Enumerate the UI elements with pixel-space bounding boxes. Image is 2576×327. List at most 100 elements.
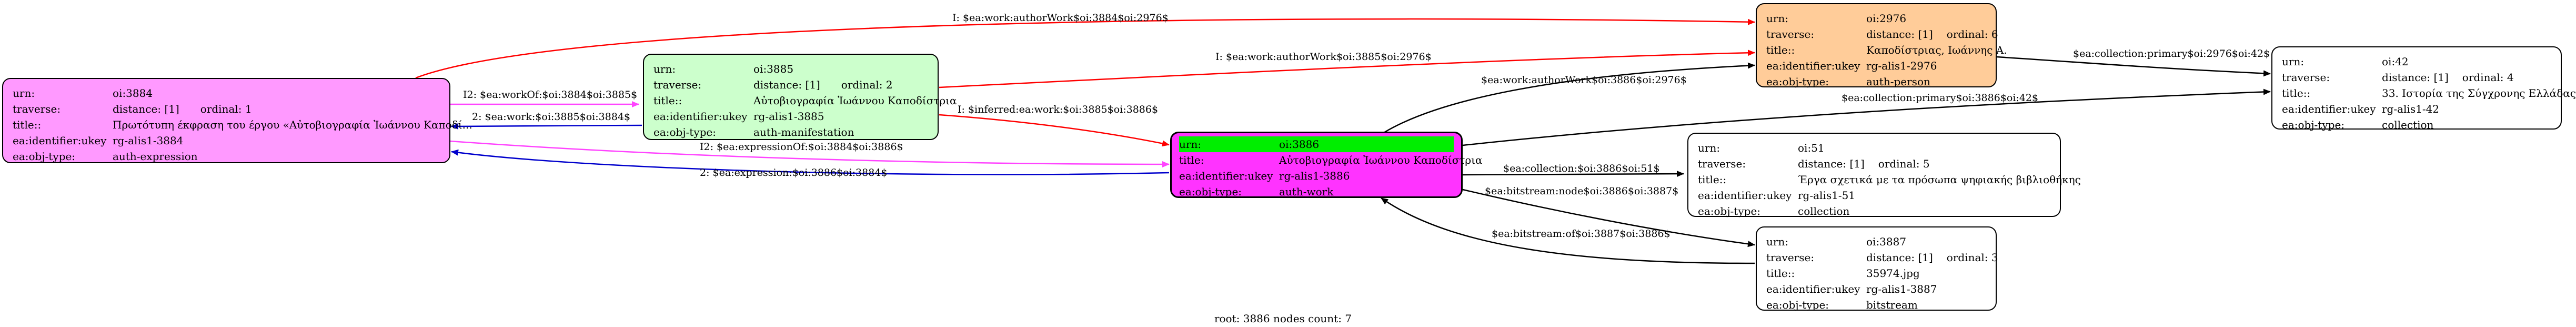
title-value: 35974.jpg — [1866, 267, 1920, 280]
ordinal-value: ordinal: 4 — [2462, 71, 2514, 84]
traverse-value: distance: [1] — [2382, 71, 2449, 84]
ukey-value: rg-alis1-51 — [1798, 189, 1856, 202]
edge-label-3886-3887: $ea:bitstream:node$oi:3886$oi:3887$ — [1485, 185, 1678, 197]
urn-key: urn: — [1179, 138, 1202, 151]
urn-value: oi:3886 — [1279, 138, 1320, 151]
ordinal-value: ordinal: 6 — [1946, 28, 1998, 41]
ordinal-value: ordinal: 2 — [841, 78, 893, 91]
edge-3886-3884 — [451, 149, 1170, 175]
ukey-value: rg-alis1-3884 — [113, 134, 184, 147]
type-key: ea:obj-type: — [1766, 299, 1829, 311]
edge-3886-3887 — [1462, 189, 1755, 247]
urn-key: urn: — [2282, 55, 2305, 68]
edge-label-3885-3884: 2: $ea:work:$oi:3885$oi:3884$ — [472, 111, 630, 123]
edge-3886-51 — [1462, 171, 1684, 177]
node-oi3887[interactable]: urn:oi:3887 traverse:distance: [1]ordina… — [1756, 226, 1998, 311]
type-value: bitstream — [1866, 299, 1918, 311]
type-key: ea:obj-type: — [653, 126, 717, 138]
title-value: Αὐτοβιογραφία Ἰωάννου Καποδίστρια — [1279, 154, 1483, 166]
traverse-value: distance: [1] — [753, 78, 820, 91]
type-key: ea:obj-type: — [1766, 75, 1829, 88]
urn-value: oi:3887 — [1866, 235, 1907, 248]
node-oi2976[interactable]: urn:oi:2976 traverse:distance: [1]ordina… — [1756, 3, 2007, 88]
edge-label-3886-42: $ea:collection:primary$oi:3886$oi:42$ — [1842, 92, 2038, 104]
edge-3886-42 — [1462, 88, 2271, 146]
edge-label-3884-3885: I2: $ea:workOf:$oi:3884$oi:3885$ — [463, 89, 637, 101]
edge-label-2976-42: $ea:collection:primary$oi:2976$oi:42$ — [2073, 48, 2270, 60]
traverse-key: traverse: — [13, 103, 61, 115]
title-key: title:: — [1698, 173, 1727, 186]
title-value: Καποδίστριας, Ιωάννης Α. — [1866, 44, 2007, 56]
traverse-key: traverse: — [1766, 251, 1815, 264]
traverse-key: traverse: — [2282, 71, 2330, 84]
urn-value: oi:2976 — [1866, 12, 1907, 25]
node-oi42[interactable]: urn: oi:42 traverse: distance: [1] ordinal:… — [2271, 46, 2576, 131]
ordinal-value: ordinal: 3 — [1946, 251, 1998, 264]
node-oi51[interactable]: urn: oi:51 traverse: distance: [1] ordinal:… — [1687, 133, 2081, 217]
title-key: title:: — [2282, 87, 2311, 100]
edge-label-3885-2976: I: $ea:work:authorWork$oi:3885$oi:2976$ — [1215, 51, 1432, 63]
ukey-key: ea:identifier:ukey — [1179, 170, 1273, 182]
edge-3885-2976 — [939, 49, 1755, 88]
edge-label-3886-2976: $ea:work:authorWork$oi:3886$oi:2976$ — [1481, 74, 1687, 86]
ukey-key: ea:identifier:ukey — [1766, 283, 1860, 295]
type-key: ea:obj-type: — [13, 150, 76, 163]
type-value: auth-work — [1279, 185, 1334, 198]
node-oi3884[interactable]: urn:oi:3884 traverse:distance: [1]ordina… — [2, 78, 472, 163]
type-value: collection — [2382, 118, 2434, 131]
type-value: auth-expression — [113, 150, 198, 163]
urn-value: oi:3884 — [113, 87, 153, 100]
traverse-value: distance: [1] — [1866, 28, 1933, 41]
title-value: Έργα σχετικά με τα πρόσωπα ψηφιακής βιβλ… — [1798, 173, 2081, 186]
urn-key: urn: — [1766, 235, 1789, 248]
ukey-key: ea:identifier:ukey — [2282, 103, 2376, 115]
title-value: 33. Ιστορία της Σύγχρονης Ελλάδας — [2382, 87, 2576, 100]
edge-3884-3886 — [449, 140, 1170, 167]
ukey-value: rg-alis1-42 — [2382, 103, 2440, 115]
edge-3886-2976 — [1383, 62, 1755, 134]
graph-footer: root: 3886 nodes count: 7 — [1214, 312, 1352, 325]
title-key: title:: — [13, 118, 42, 131]
urn-value: oi:51 — [1798, 142, 1825, 154]
ukey-key: ea:identifier:ukey — [1766, 60, 1860, 72]
urn-key: urn: — [1766, 12, 1789, 25]
ukey-value: rg-alis1-3886 — [1279, 170, 1350, 182]
ordinal-value: ordinal: 1 — [200, 103, 252, 115]
traverse-value: distance: [1] — [1798, 157, 1865, 170]
type-key: ea:obj-type: — [1179, 185, 1242, 198]
title-key: title:: — [1766, 44, 1795, 56]
urn-value: oi:3885 — [753, 63, 794, 75]
type-key: ea:obj-type: — [1698, 205, 1761, 217]
traverse-key: traverse: — [653, 78, 702, 91]
type-value: collection — [1798, 205, 1850, 217]
edge-label-3884-3886: I2: $ea:expressionOf:$oi:3884$oi:3886$ — [700, 141, 903, 153]
traverse-key: traverse: — [1698, 157, 1746, 170]
edge-label-3887-3886: $ea:bitstream:of$oi:3887$oi:3886$ — [1492, 228, 1671, 240]
node-oi3886-root[interactable]: urn: oi:3886 title: Αὐτοβιογραφία Ἰωάννου … — [1170, 132, 1483, 198]
type-value: auth-person — [1866, 75, 1930, 88]
edge-3887-3886 — [1381, 197, 1755, 264]
ukey-key: ea:identifier:ukey — [653, 110, 748, 123]
urn-value: oi:42 — [2382, 55, 2409, 68]
edge-2976-42 — [1996, 56, 2271, 77]
edge-label-3884-2976: I: $ea:work:authorWork$oi:3884$oi:2976$ — [952, 12, 1169, 24]
ukey-value: rg-alis1-3887 — [1866, 283, 1937, 295]
edge-3884-2976 — [415, 18, 1755, 79]
edge-label-3886-3884: 2: $ea:expression:$oi:3886$oi:3884$ — [700, 167, 888, 179]
type-value: auth-manifestation — [753, 126, 854, 138]
title-value: Πρωτότυπη έκφραση του έργου «Αὐτοβιογραφ… — [113, 118, 472, 131]
node-oi3885[interactable]: urn:oi:3885 traverse:distance: [1]ordina… — [643, 54, 957, 140]
title-key: title:: — [653, 94, 682, 107]
ukey-key: ea:identifier:ukey — [13, 134, 107, 147]
ukey-value: rg-alis1-3885 — [753, 110, 824, 123]
title-key: title: — [1179, 154, 1204, 166]
ukey-value: rg-alis1-2976 — [1866, 60, 1937, 72]
edge-label-3886-51: $ea:collection:$oi:3886$oi:51$ — [1503, 163, 1660, 174]
ordinal-value: ordinal: 5 — [1878, 157, 1930, 170]
edge-3885-3884 — [451, 123, 642, 130]
urn-key: urn: — [1698, 142, 1720, 154]
title-value: Αὐτοβιογραφία Ἰωάννου Καποδίστρια — [753, 94, 957, 107]
title-key: title:: — [1766, 267, 1795, 280]
urn-key: urn: — [13, 87, 35, 100]
